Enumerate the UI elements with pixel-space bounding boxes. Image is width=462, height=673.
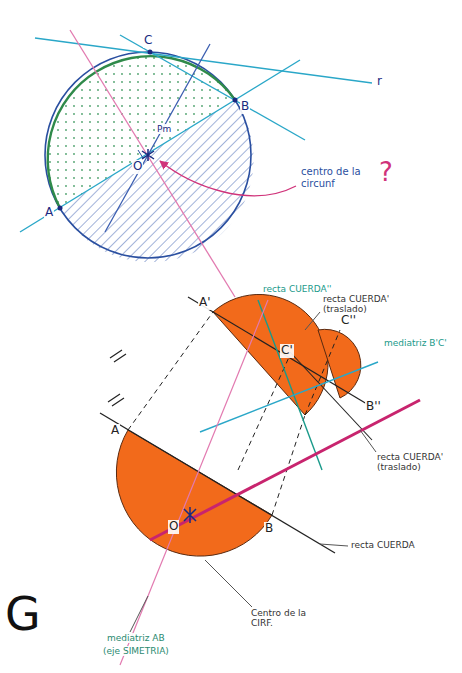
- point-label: Pm: [156, 124, 172, 134]
- half-disc: [213, 294, 328, 415]
- bisector-line: [200, 362, 378, 432]
- leader-line: [305, 312, 320, 330]
- line-label: mediatriz AB: [106, 633, 166, 643]
- leader-line: [205, 560, 252, 607]
- leader-arrow: [160, 161, 296, 196]
- translation-line: [128, 312, 213, 430]
- note-text: Centro de la CIRF.: [250, 608, 316, 629]
- point-label: B: [264, 522, 274, 536]
- point-label: O: [132, 160, 143, 174]
- point-label: B'': [365, 400, 382, 414]
- chord-line: [120, 35, 305, 140]
- point-label: A': [198, 296, 212, 310]
- bisector-line: [105, 44, 210, 232]
- chord-line: [188, 297, 372, 407]
- line-label: recta CUERDA' (traslado): [376, 452, 458, 473]
- center-star: [184, 507, 196, 523]
- line-label: r: [376, 75, 383, 89]
- dotted-segment: [48, 56, 235, 208]
- page-letter: G: [4, 588, 42, 641]
- half-disc: [116, 430, 272, 556]
- point: [233, 98, 238, 103]
- line-label: recta CUERDA'': [262, 284, 333, 294]
- point-label: C': [280, 344, 294, 358]
- note-mark: ?: [378, 158, 394, 188]
- top-construction: [20, 30, 372, 297]
- parallel-mark: [110, 350, 126, 362]
- line-label: (eje SIMETRIA): [102, 646, 170, 656]
- chord-line: [258, 300, 322, 470]
- bisector-line: [120, 300, 268, 665]
- point-label: C: [143, 34, 153, 48]
- circle: [45, 52, 251, 258]
- line-label: mediatriz B'C': [383, 338, 451, 348]
- point-label: A: [44, 206, 54, 220]
- line-label: recta CUERDA: [350, 540, 416, 550]
- translation-line: [305, 330, 340, 415]
- point-label: A: [110, 424, 120, 438]
- parallel-mark: [108, 394, 124, 406]
- point: [148, 50, 153, 55]
- point-label: C'': [340, 314, 357, 328]
- leader-line: [320, 544, 348, 546]
- point-label: O: [168, 520, 179, 534]
- translation-line: [272, 415, 305, 515]
- chord-line: [100, 413, 335, 553]
- bottom-construction: [100, 294, 420, 665]
- chord-line: [290, 352, 372, 440]
- arc: [48, 56, 235, 208]
- line-label: recta CUERDA' (traslado): [322, 294, 406, 315]
- leader-line: [360, 430, 376, 452]
- center-star: [142, 149, 154, 161]
- note-text: centro de la circunf: [300, 166, 374, 189]
- line-r: [35, 38, 372, 83]
- chord-line: [20, 60, 300, 232]
- bisector-line: [70, 30, 235, 297]
- translation-line: [238, 355, 290, 470]
- leader-line: [130, 596, 148, 632]
- point-label: B: [240, 100, 250, 114]
- point: [58, 206, 63, 211]
